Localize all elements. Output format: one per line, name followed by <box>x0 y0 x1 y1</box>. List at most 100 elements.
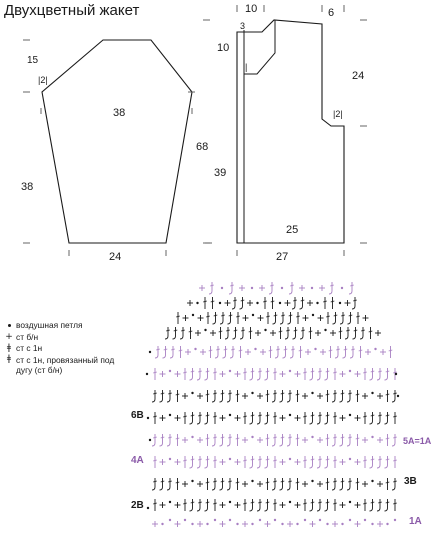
sleeve-dim-side: 68 <box>196 141 208 153</box>
sc-symbol <box>309 521 316 527</box>
dc-around-symbol <box>332 312 338 325</box>
sc-symbol <box>320 349 326 355</box>
chain-symbol <box>288 457 292 461</box>
dc-around-symbol <box>196 368 202 381</box>
chain-symbol <box>258 518 262 522</box>
front-dim-bottom: 27 <box>276 251 288 263</box>
dc-around-symbol <box>391 434 397 447</box>
dc-around-symbol <box>196 456 202 469</box>
dc-around-symbol <box>286 434 292 447</box>
dc-symbol <box>243 368 247 380</box>
dc-around-symbol <box>279 390 285 403</box>
sc-symbol <box>287 521 293 527</box>
dc-around-symbol <box>229 346 235 359</box>
sc-symbol <box>219 415 226 421</box>
chain-symbol <box>371 522 374 526</box>
sc-symbol <box>197 393 203 399</box>
dc-around-symbol <box>162 346 168 359</box>
dc-around-symbol <box>384 456 390 469</box>
dc-around-symbol <box>292 327 298 340</box>
dc-symbol <box>243 456 247 468</box>
dc-symbol <box>355 390 360 402</box>
sc-symbol <box>339 371 346 377</box>
chain-symbol <box>228 413 232 417</box>
sc-symbol <box>219 459 226 465</box>
dc-around-symbol <box>316 412 322 425</box>
dc-around-symbol <box>339 478 345 491</box>
sc-symbol <box>200 349 206 355</box>
dc-around-symbol <box>189 456 195 469</box>
chain-symbol <box>288 369 292 373</box>
dc-around-symbol <box>331 478 337 491</box>
dc-around-symbol <box>287 312 293 325</box>
chain-symbol <box>288 500 292 504</box>
dc-around-symbol <box>284 327 290 340</box>
sleeve-dim-lower: 38 <box>21 181 33 193</box>
dc-around-symbol <box>291 297 297 310</box>
dc-symbol <box>393 499 397 511</box>
sc-symbol <box>242 521 248 527</box>
dc-symbol <box>153 456 157 468</box>
chain-symbol <box>394 372 398 376</box>
dc-around-symbol <box>324 412 330 425</box>
dc-around-symbol <box>376 499 382 512</box>
dc-around-symbol <box>169 346 175 359</box>
dc-around-symbol <box>352 327 358 340</box>
chain-symbol <box>220 286 224 290</box>
dc-symbol <box>213 456 217 468</box>
dc-symbol <box>295 390 300 402</box>
sc-symbol <box>182 315 189 321</box>
dc-icon: ǂ <box>6 343 12 353</box>
dc-around-symbol <box>249 456 255 469</box>
dc-around-symbol <box>166 478 172 491</box>
dc-around-symbol <box>166 434 172 447</box>
dc-around-symbol <box>279 478 285 491</box>
dc-around-symbol <box>264 368 270 381</box>
dc-symbol <box>325 434 330 446</box>
dc-around-symbol <box>268 282 274 295</box>
chain-symbol <box>204 328 207 332</box>
dc-around-symbol <box>214 346 220 359</box>
front-dim-lower-side: 39 <box>214 167 226 179</box>
dc-around-symbol <box>226 478 232 491</box>
dc-around-symbol <box>309 412 315 425</box>
chain-symbol <box>251 522 254 526</box>
chain-symbol <box>250 286 254 290</box>
legend-item-sc: + ст б/н <box>5 331 39 342</box>
chain-symbol <box>251 435 254 439</box>
sc-symbol <box>182 437 188 443</box>
sc-symbol <box>242 315 249 321</box>
dc-around-symbol <box>204 368 210 381</box>
dc-symbol <box>238 346 243 358</box>
sc-symbol <box>257 393 263 399</box>
chain-symbol <box>311 479 314 483</box>
dc-around-symbol <box>346 434 352 447</box>
front-dim-step: 3 <box>240 21 245 31</box>
dc-around-symbol <box>226 390 232 403</box>
dc-around-symbol <box>369 368 375 381</box>
dc-around-symbol <box>227 312 233 325</box>
dc-around-symbol <box>286 478 292 491</box>
dc-symbol <box>325 478 330 490</box>
sc-symbol <box>339 502 346 508</box>
row-label-3b: 3В <box>404 476 417 487</box>
dc-symbol <box>153 368 157 380</box>
dc-around-symbol <box>331 434 337 447</box>
sleeve-dim-cuff: 24 <box>109 251 121 263</box>
chain-symbol <box>281 522 284 526</box>
dc-around-symbol <box>219 312 225 325</box>
sleeve-dim-edge: |2| <box>38 75 48 85</box>
dc-symbol <box>205 390 210 402</box>
dc-symbol <box>236 312 240 324</box>
dc-around-symbol <box>211 434 217 447</box>
dc-symbol <box>183 412 187 424</box>
dc-symbol <box>363 456 367 468</box>
dc-around-symbol <box>369 499 375 512</box>
chain-symbol <box>371 479 374 483</box>
chain-symbol <box>236 522 239 526</box>
dc-around-symbol <box>309 499 315 512</box>
dc-symbol <box>235 434 240 446</box>
chain-symbol <box>338 301 342 305</box>
sc-symbol <box>234 459 241 465</box>
dc-around-symbol <box>224 327 230 340</box>
